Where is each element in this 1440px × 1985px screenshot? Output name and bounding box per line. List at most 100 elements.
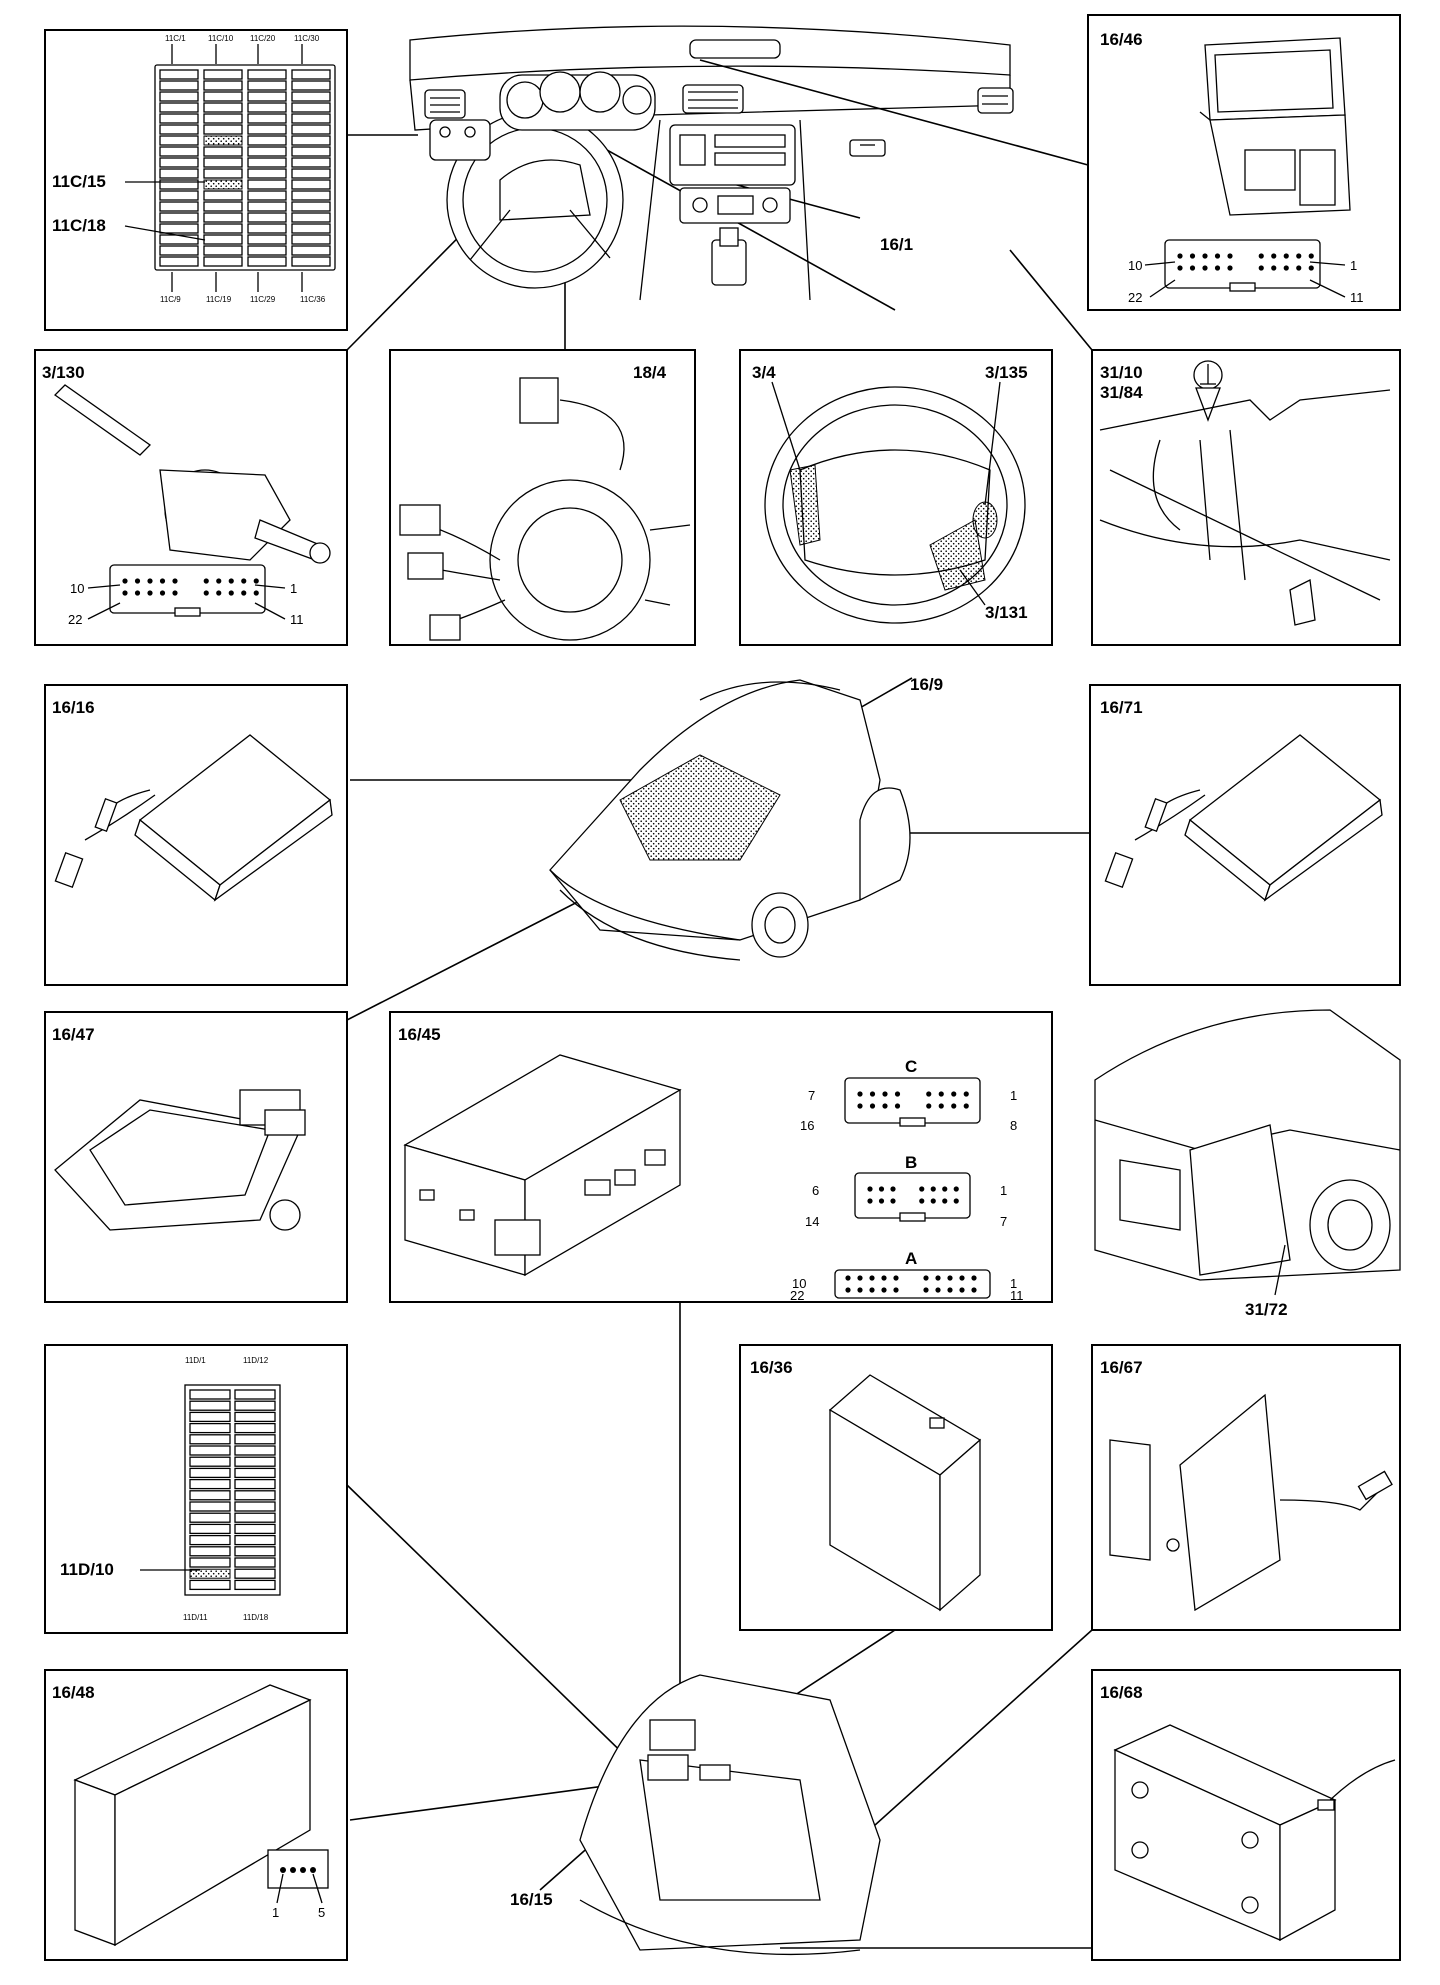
fuse [189,1546,231,1557]
fuse [189,1478,231,1490]
connector-b-label: B [905,1153,917,1172]
connector-pin [923,1287,929,1293]
fuse [247,69,287,80]
connector-pin [935,1287,941,1293]
connector-pin [1258,265,1264,271]
svg-text:6: 6 [812,1183,819,1198]
fuse [234,1523,276,1535]
fuse [203,212,243,223]
svg-text:1: 1 [272,1905,279,1920]
connector-pin [845,1287,851,1293]
fuse [291,157,331,168]
connector-c: C 7 16 1 8 [800,1057,1017,1133]
connector-pin [1283,253,1289,259]
fuse [234,1579,276,1591]
connector-pin [134,590,141,596]
connector-pin [1227,253,1233,259]
connector-pin [894,1103,901,1109]
fuse [189,1534,231,1546]
fuse-label-11c36: 11C/36 [300,295,326,304]
fuse [203,102,243,113]
fuse [291,201,331,212]
fuse [291,245,331,256]
connector-pin [147,578,153,584]
fuse [189,1512,231,1523]
connector-pin [845,1275,851,1281]
connector-pin [147,590,153,596]
svg-text:10: 10 [792,1276,806,1291]
connector-pin [1271,265,1277,271]
connector-pin [857,1287,863,1293]
connector-pin [172,590,178,596]
fuse [189,1400,231,1411]
label-16-15: 16/15 [510,1890,553,1909]
fuse [159,168,199,179]
fuse [291,168,331,179]
fuse [189,1557,231,1568]
connector-pin [935,1275,941,1281]
fuse [159,245,199,256]
fuse [203,80,243,91]
connector-pin [923,1275,929,1281]
svg-text:14: 14 [805,1214,819,1229]
fuse [247,146,287,157]
connector-pin [172,578,178,584]
fuse [159,102,199,113]
car-rear-illustration: 16/9 [549,675,943,961]
connector-3-130: 10 22 1 11 [68,564,304,627]
label-16-36: 16/36 [750,1358,793,1377]
label-11c-15: 11C/15 [52,172,106,191]
fuse [159,223,199,234]
fuse [159,201,199,212]
svg-text:5: 5 [318,1905,325,1920]
panel-3-130: 3/130 10 22 1 11 [34,349,348,646]
fuse [247,135,287,146]
svg-text:16: 16 [800,1118,814,1133]
connector-pin [241,578,247,584]
fuse-label-11d12: 11D/12 [243,1356,269,1365]
fuse [247,157,287,168]
connector-pin [857,1091,863,1097]
connector-pin [882,1091,888,1097]
svg-text:1: 1 [1010,1088,1017,1103]
fuse [159,91,199,102]
svg-text:10: 10 [70,581,84,596]
fuse [203,69,243,80]
connector-pin [938,1103,944,1109]
fuse [203,124,243,135]
fuse [291,135,331,146]
connector-pin [867,1198,873,1204]
connector-16-48: 1 5 [267,1849,329,1920]
fuse [189,1568,231,1579]
connector-pin [919,1186,925,1192]
fuse [203,157,243,168]
fuse [203,234,243,245]
fuse [189,1411,231,1423]
fuse [291,179,331,190]
label-16-9: 16/9 [910,675,943,694]
panel-16-16: 16/16 [44,684,348,986]
connector-pin [869,1287,875,1293]
connector-pin [947,1275,953,1281]
fuse [247,91,287,102]
connector-pin [253,578,259,584]
connector-pin [1308,265,1314,271]
connector-pin [1214,253,1221,259]
fuse [234,1422,276,1434]
fuse [189,1456,231,1467]
svg-text:22: 22 [1128,290,1142,305]
fuse [247,245,287,256]
connector-c-label: C [905,1057,917,1076]
connector-pin [878,1198,885,1204]
fuse [234,1512,276,1523]
panel-steering-wheel: 3/4 3/135 3/131 [739,349,1053,646]
fuse [203,256,243,267]
connector-pin [1308,253,1314,259]
label-3-135: 3/135 [985,363,1028,382]
connector-pin [893,1275,899,1281]
label-31-72: 31/72 [1245,1300,1288,1319]
fuse [291,234,331,245]
svg-text:11: 11 [1010,1288,1024,1303]
connector-pin [1177,265,1183,271]
label-11d-10: 11D/10 [60,1560,114,1579]
